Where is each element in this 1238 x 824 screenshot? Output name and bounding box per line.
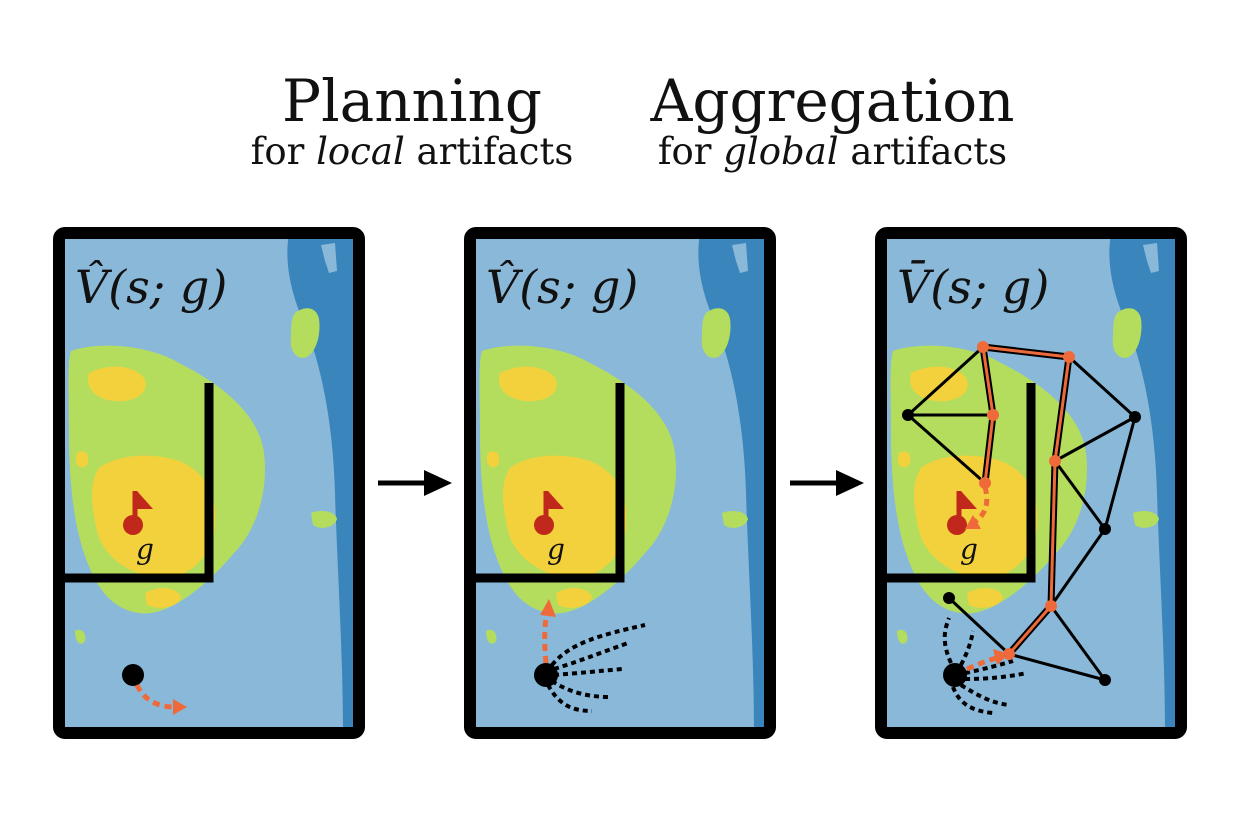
panel-2-wall (476, 383, 625, 583)
panel-1-agent (122, 664, 144, 686)
graph-node (1099, 674, 1111, 686)
graph-node (1099, 523, 1111, 535)
graph-node (1129, 411, 1141, 423)
graph-node-highlighted (979, 477, 991, 489)
aggregation-heading: Aggregation for global artifacts (640, 70, 1025, 172)
panel-1-goal-flag-icon (123, 491, 153, 535)
graph-node-highlighted (987, 409, 999, 421)
graph-node-highlighted (1049, 455, 1061, 467)
graph-node-highlighted (1063, 351, 1075, 363)
planning-subtitle: for local artifacts (232, 132, 592, 172)
panel-1-path-arrowhead (173, 699, 187, 715)
graph-node-highlighted (1003, 648, 1015, 660)
panel-3-agent (943, 663, 967, 687)
planning-subtitle-pre: for (250, 130, 317, 173)
aggregation-subtitle-pre: for (657, 130, 724, 173)
arrow-1-icon (378, 470, 452, 496)
graph-node (943, 592, 955, 604)
panel-2-goal-label: g (547, 533, 565, 566)
panel-2-border (464, 227, 776, 739)
planning-title: Planning (282, 67, 542, 135)
panel-3: V̄(s; g) g (875, 227, 1187, 739)
panel-3-agent-path (966, 654, 1002, 672)
graph-node (902, 409, 914, 421)
panel-3-value-label: V̄(s; g) (897, 259, 1049, 314)
panel-1: V̂(s; g) g (53, 227, 365, 739)
planning-heading: Planning for local artifacts (232, 70, 592, 172)
panel-3-wall (887, 383, 1036, 583)
graph-node-highlighted (1045, 600, 1057, 612)
panel-3-graph-edges (906, 345, 1137, 682)
planning-subtitle-em: local (316, 130, 405, 173)
panel-2: V̂(s; g) g (464, 227, 776, 739)
graph-node-highlighted (977, 341, 989, 353)
panel-2-value-label: V̂(s; g) (486, 260, 638, 314)
panel-3-border (875, 227, 1187, 739)
panel-3-goal-path-arrowhead (965, 515, 981, 529)
panel-2-goal-flag-icon (534, 491, 564, 535)
panel-1-path (134, 683, 180, 710)
panel-1-border (53, 227, 365, 739)
arrow-2-icon (790, 470, 864, 496)
panel-1-goal-label: g (136, 533, 154, 566)
panel-3-graph-nodes (902, 341, 1141, 686)
panel-3-goal-label: g (960, 533, 978, 566)
aggregation-subtitle: for global artifacts (640, 132, 1025, 172)
aggregation-title: Aggregation (650, 67, 1015, 135)
panel-3-goal-flag-icon (947, 491, 977, 535)
panel-1-value-label: V̂(s; g) (75, 260, 227, 314)
aggregation-subtitle-em: global (723, 130, 839, 173)
aggregation-subtitle-post: artifacts (838, 130, 1008, 173)
panel-2-rollouts (546, 623, 646, 713)
panel-2-agent (534, 663, 558, 687)
panel-2-path-arrowhead (540, 599, 556, 617)
planning-subtitle-post: artifacts (404, 130, 574, 173)
panel-1-wall (65, 383, 214, 583)
panel-3-rollouts (942, 617, 1028, 715)
